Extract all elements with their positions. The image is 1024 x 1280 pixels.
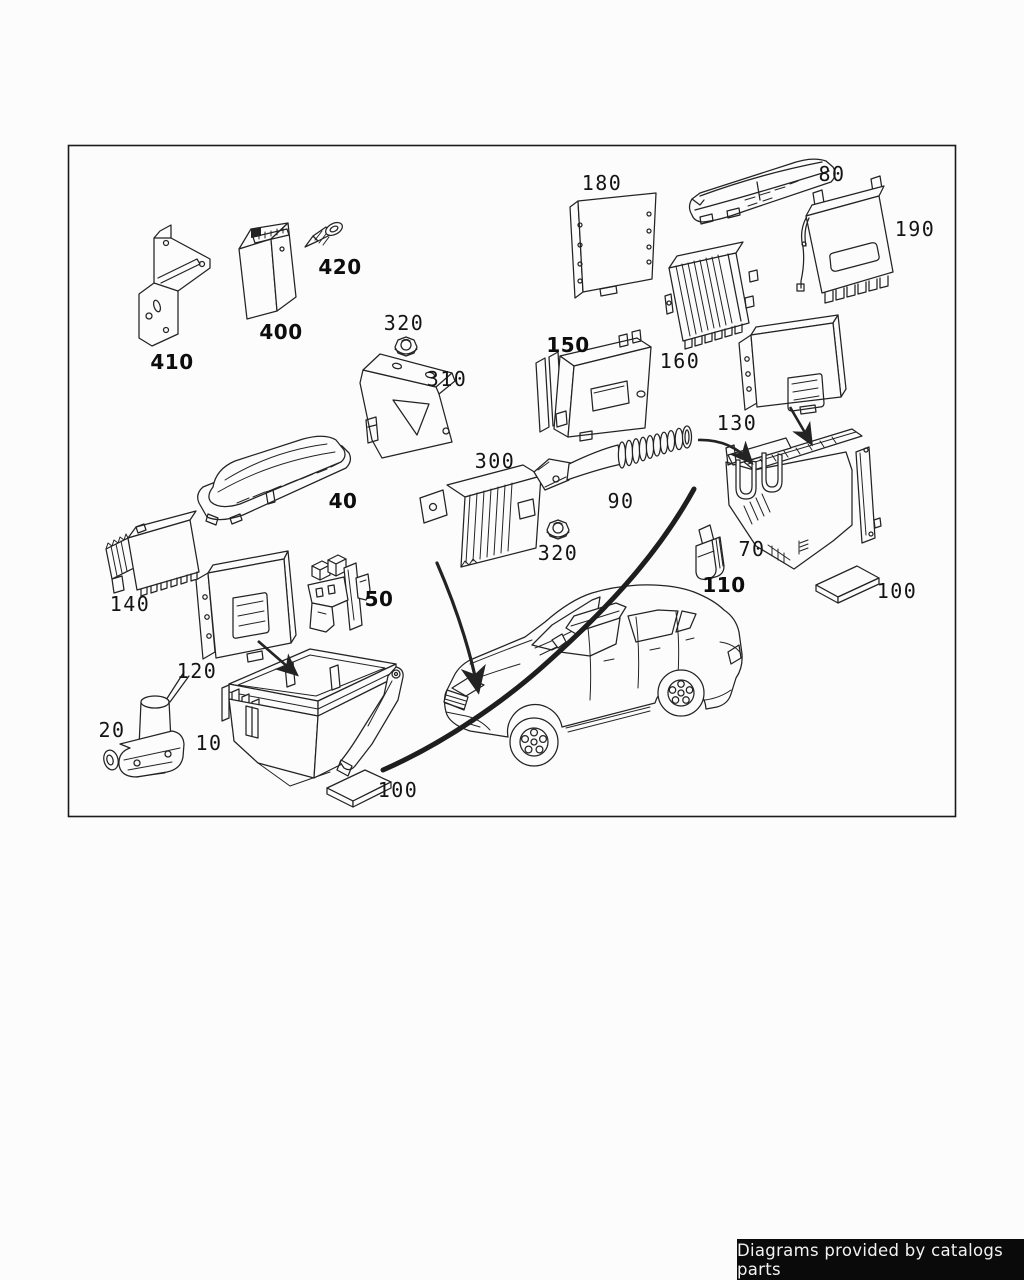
- part-20-pump: [103, 671, 190, 778]
- part-label-40: 40: [329, 489, 358, 513]
- part-180-panel: [569, 192, 657, 299]
- pointer-swoosh-to-ebox: [380, 486, 697, 773]
- part-label-130: 130: [717, 411, 758, 435]
- part-310-bracket: [359, 353, 456, 459]
- part-10-ebox-housing: [221, 648, 404, 787]
- part-label-150: 150: [546, 333, 589, 357]
- part-label-160: 160: [660, 349, 701, 373]
- part-70-housing: [725, 428, 882, 570]
- part-420-screw: [304, 221, 343, 248]
- part-label-70: 70: [738, 537, 765, 561]
- pointer-swoosh-to-hood: [435, 561, 486, 695]
- part-label-80: 80: [818, 162, 845, 186]
- part-40-cover-lid: [197, 435, 352, 526]
- part-50-relay-bracket: [307, 554, 371, 633]
- part-410-bracket: [138, 224, 211, 347]
- part-160-control-module-finned: [664, 241, 759, 350]
- part-140-control-module: [105, 510, 200, 597]
- part-400-control-module: [238, 222, 297, 320]
- caption-text: Diagrams provided by catalogs parts: [737, 1240, 1004, 1279]
- part-label-310: 310: [427, 367, 468, 391]
- part-130-control-module: [738, 314, 847, 415]
- arrow-duct-to-housing: [697, 438, 754, 465]
- part-label-190: 190: [895, 217, 936, 241]
- part-label-300: 300: [475, 449, 516, 473]
- part-320-nut-lower: [546, 519, 570, 540]
- part-150-holder-bracket: [535, 329, 652, 442]
- part-label-110: 110: [702, 573, 745, 597]
- part-label-180: 180: [582, 171, 623, 195]
- part-label-320-lower: 320: [538, 541, 579, 565]
- part-label-410: 410: [150, 350, 193, 374]
- part-110-pad-block: [695, 524, 725, 580]
- part-100-pad-right: [815, 565, 880, 604]
- arrow-120-to-housing: [257, 640, 299, 677]
- part-label-400: 400: [259, 320, 302, 344]
- part-100-pad-lower: [326, 769, 392, 808]
- part-300-control-module-finned: [419, 464, 542, 568]
- part-320-nut-upper: [394, 336, 418, 357]
- car-illustration: [443, 584, 743, 767]
- arrow-130-to-housing: [788, 406, 813, 447]
- caption-bar: Diagrams provided by catalogs parts: [737, 1239, 1024, 1280]
- part-label-10: 10: [195, 731, 222, 755]
- part-label-90: 90: [607, 489, 634, 513]
- part-label-100-right: 100: [877, 579, 918, 603]
- part-90-air-duct: [533, 425, 693, 491]
- part-label-20: 20: [98, 718, 125, 742]
- part-label-50: 50: [365, 587, 394, 611]
- part-label-140: 140: [110, 592, 151, 616]
- part-120-control-module: [195, 550, 297, 663]
- part-label-320-upper: 320: [384, 311, 425, 335]
- part-label-420: 420: [318, 255, 361, 279]
- part-label-120: 120: [177, 659, 218, 683]
- part-label-100-lower: 100: [378, 778, 419, 802]
- part-190-control-module: [796, 175, 894, 304]
- part-80-cover-unit: [688, 158, 836, 225]
